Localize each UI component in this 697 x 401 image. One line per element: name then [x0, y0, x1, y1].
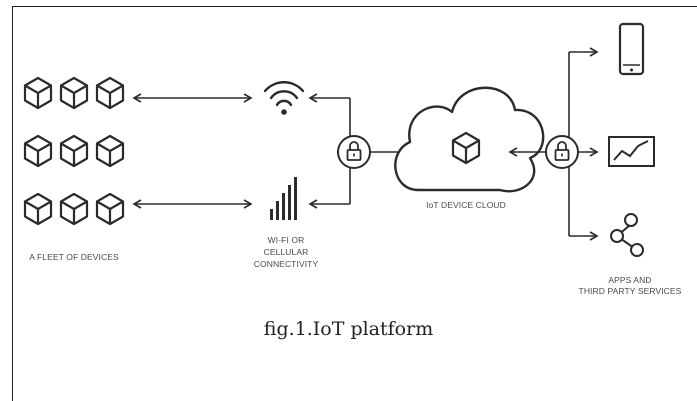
- connectivity-label-line1: WI-FI OR: [268, 235, 305, 245]
- phone-icon: [618, 22, 645, 76]
- cube-icon: [59, 134, 89, 168]
- fleet-label: A FLEET OF DEVICES: [29, 252, 119, 262]
- fleet-connectivity-arrows: [132, 93, 253, 209]
- cube-icon: [451, 131, 481, 165]
- cloud-lock-arrow: [508, 147, 548, 157]
- chart-icon: [608, 136, 655, 167]
- lock-icon: [545, 135, 579, 169]
- frame-top-border: [12, 6, 697, 7]
- apps-label-line1: APPS AND: [608, 275, 651, 285]
- cloud-icon: [394, 86, 545, 193]
- cube-icon: [23, 134, 53, 168]
- cube-icon: [59, 76, 89, 110]
- cube-icon: [23, 76, 53, 110]
- cube-icon: [95, 192, 125, 226]
- lock-icon: [337, 135, 371, 169]
- figure-caption: fig.1.IoT platform: [263, 318, 434, 340]
- lock-services-arrows: [568, 47, 599, 241]
- cube-icon: [95, 76, 125, 110]
- cube-icon: [23, 192, 53, 226]
- apps-label-line2: THIRD PARTY SERVICES: [579, 286, 682, 296]
- connectivity-lock-lines: [308, 93, 351, 209]
- cloud-label: IoT DEVICE CLOUD: [426, 200, 506, 210]
- cube-icon: [59, 192, 89, 226]
- share-icon: [610, 213, 644, 257]
- connectivity-label-line3: CONNECTIVITY: [254, 259, 319, 269]
- device-fleet: [23, 76, 125, 226]
- cube-icon: [95, 134, 125, 168]
- connectivity-label-line2: CELLULAR: [264, 247, 309, 257]
- signal-bars-icon: [270, 177, 297, 220]
- wifi-icon: [263, 81, 305, 115]
- frame-left-border: [12, 6, 13, 401]
